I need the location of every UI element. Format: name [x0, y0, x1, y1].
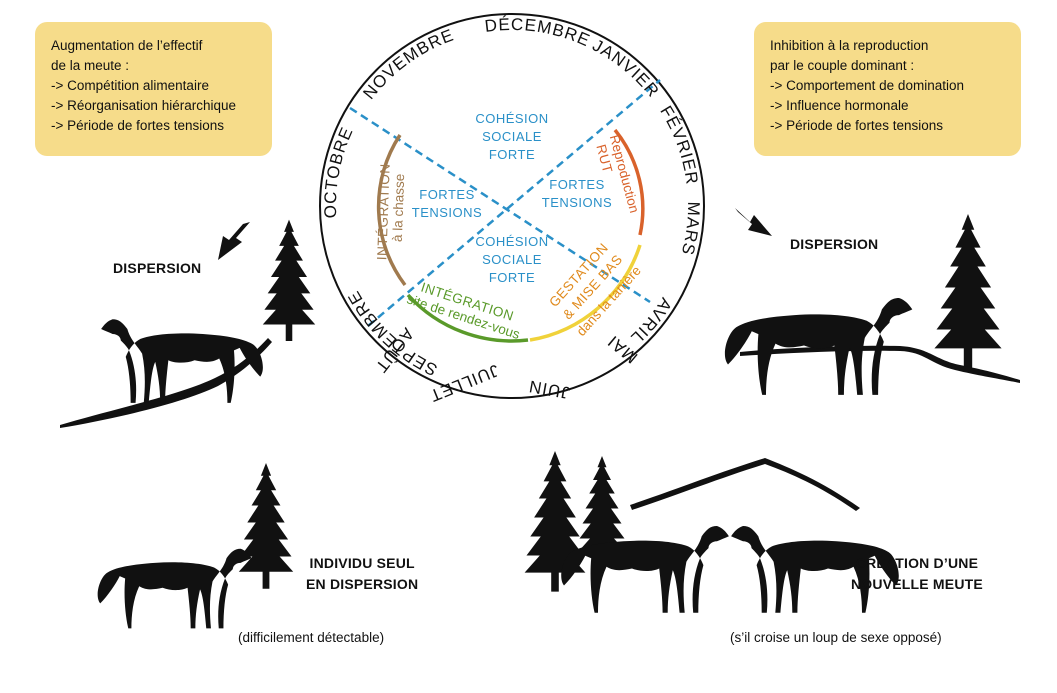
gestation-arc [529, 244, 642, 342]
note-left-line-3: -> Compétition alimentaire [51, 78, 209, 93]
tensions-right-2: TENSIONS [542, 195, 612, 210]
meute-line-1: CRÉATION D’UNE [855, 555, 979, 571]
tensions-left-1: FORTES [419, 187, 475, 202]
integration-chasse-arc [376, 134, 407, 287]
wolf-left-icon [101, 319, 263, 403]
note-left-line-4: -> Réorganisation hiérarchique [51, 98, 236, 113]
individu-sub: (difficilement détectable) [238, 630, 385, 645]
meute-sub: (s’il croise un loup de sexe opposé) [730, 630, 942, 645]
individu-line-2: EN DISPERSION [306, 576, 419, 592]
integration-chasse-title: INTÉGRATION [374, 163, 392, 260]
arrow-left-icon [218, 222, 250, 260]
dispersion-left-label: DISPERSION [113, 260, 202, 276]
mountain-path [630, 458, 860, 511]
cohesion-bottom-1: COHÉSION [475, 234, 548, 249]
cohesion-top-2: SOCIALE [482, 129, 542, 144]
note-left-line-5: -> Période de fortes tensions [51, 118, 224, 133]
cohesion-top-3: FORTE [489, 147, 535, 162]
note-right-line-4: -> Influence hormonale [770, 98, 909, 113]
tensions-right-1: FORTES [549, 177, 605, 192]
ground-path [60, 338, 272, 428]
dispersion-right-label: DISPERSION [790, 236, 879, 252]
arrow-right-icon [735, 208, 772, 236]
note-right-line-2: par le couple dominant : [770, 58, 915, 73]
note-right: Inhibition à la reproduction par le coup… [754, 22, 1021, 156]
note-right-line-3: -> Comportement de domination [770, 78, 964, 93]
individu-label: INDIVIDU SEUL EN DISPERSION [306, 553, 418, 595]
cohesion-top-1: COHÉSION [475, 111, 548, 126]
wolf-pair-left-icon [561, 526, 729, 613]
note-left: Augmentation de l’effectif de la meute :… [35, 22, 272, 156]
meute-label: CRÉATION D’UNE NOUVELLE MEUTE [851, 553, 983, 595]
tree-icon [262, 219, 316, 341]
rut-arc [613, 128, 645, 236]
wolf-lone-icon [97, 548, 252, 629]
cohesion-bottom-2: SOCIALE [482, 252, 542, 267]
tree-icon [238, 463, 294, 589]
note-right-line-5: -> Période de fortes tensions [770, 118, 943, 133]
cohesion-bottom-3: FORTE [489, 270, 535, 285]
tensions-left-2: TENSIONS [412, 205, 482, 220]
integration-chasse-sub: à la chasse [390, 173, 407, 242]
rut-title: RUT [593, 143, 615, 175]
tree-icon [934, 214, 1002, 370]
note-left-line-1: Augmentation de l’effectif [51, 38, 203, 53]
integration-rdv-arc [406, 293, 529, 343]
individu-line-1: INDIVIDU SEUL [309, 555, 415, 571]
divider-line [367, 79, 661, 327]
note-left-line-2: de la meute : [51, 58, 130, 73]
divider-line [349, 106, 651, 304]
meute-line-2: NOUVELLE MEUTE [851, 576, 983, 592]
note-right-line-1: Inhibition à la reproduction [770, 38, 929, 53]
